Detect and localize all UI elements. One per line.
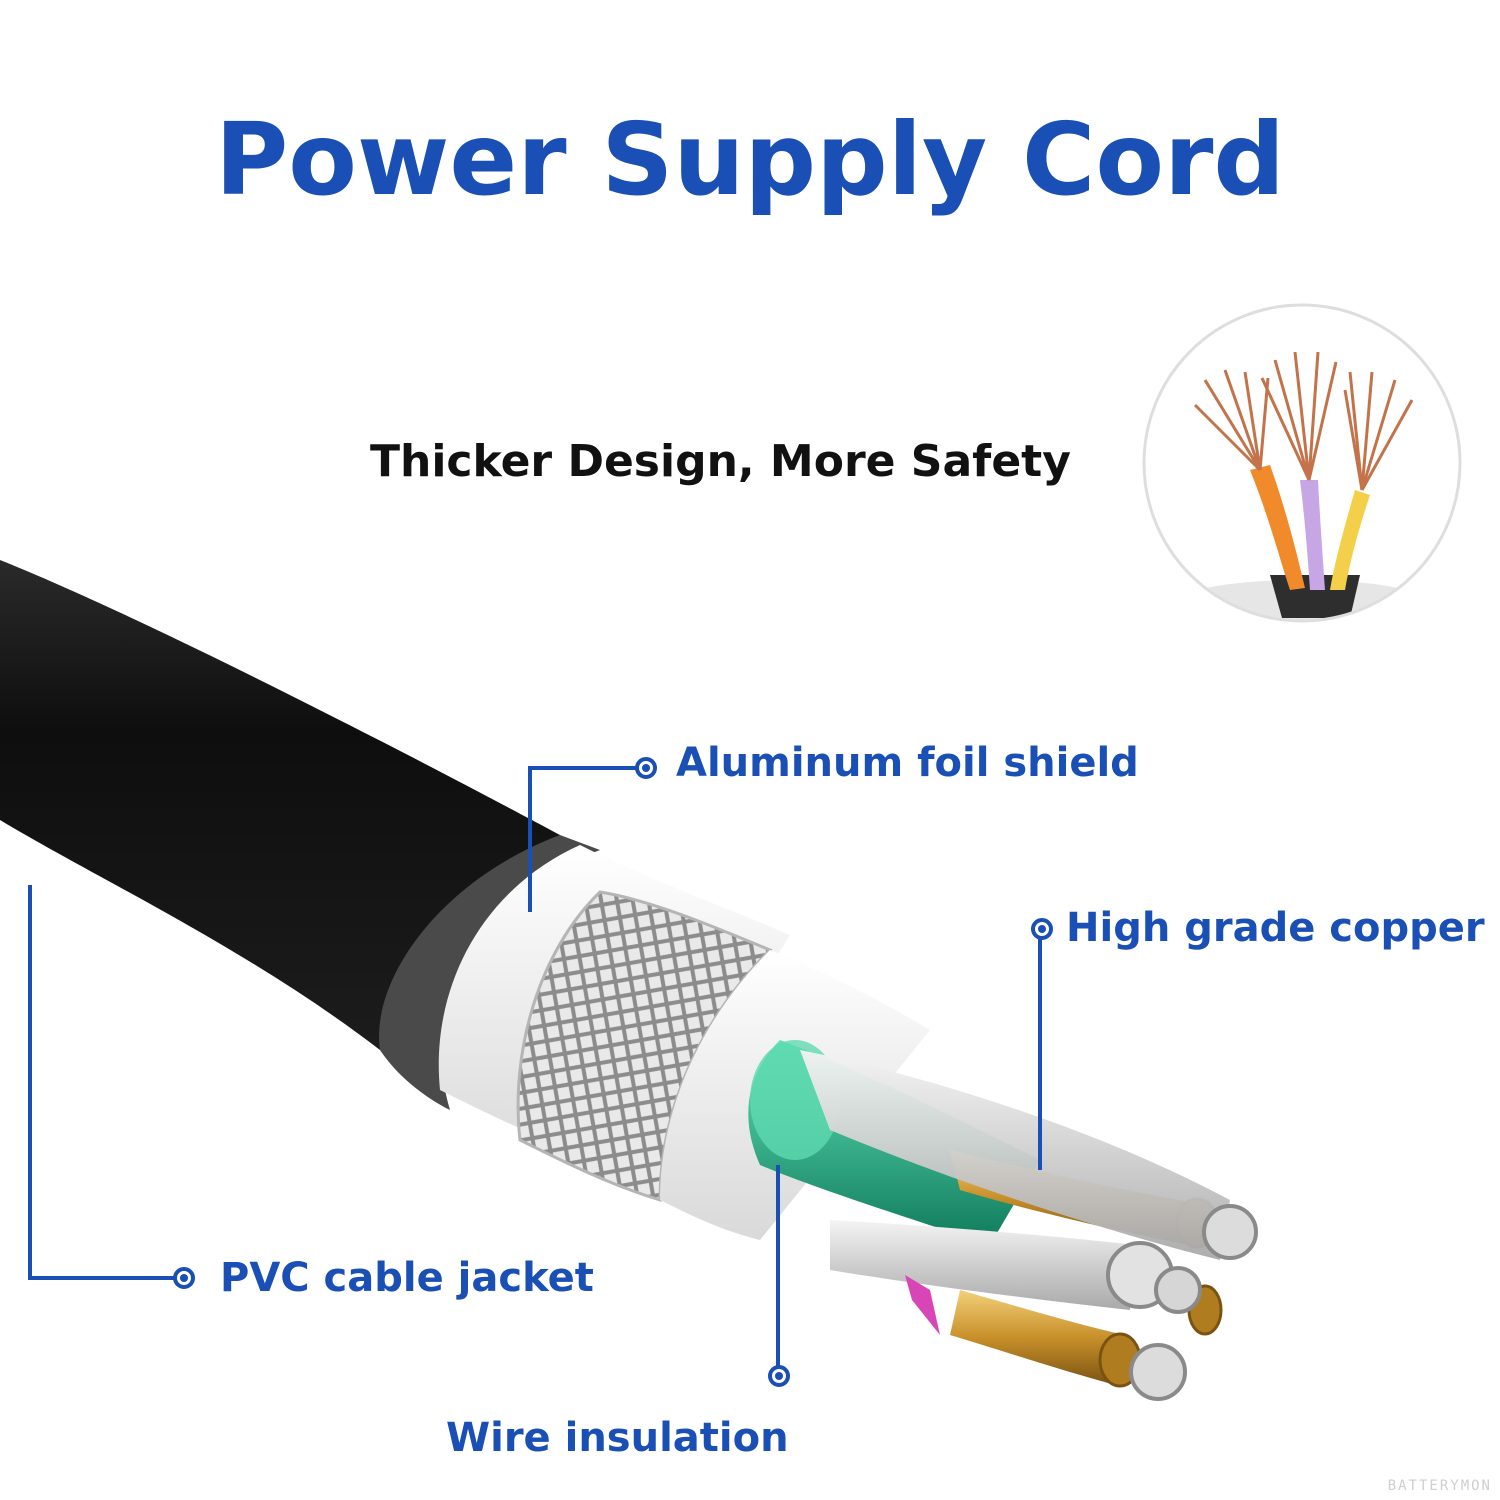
lavender-wire (1300, 480, 1325, 590)
callout-aluminum-foil-shield: Aluminum foil shield (676, 740, 1139, 786)
page-title: Power Supply Cord (215, 101, 1285, 218)
silver-bundle-upper (800, 1050, 1230, 1260)
orange-wire (1250, 465, 1305, 590)
callout-pvc-cable-jacket: PVC cable jacket (220, 1255, 594, 1301)
copper-wire-lower (950, 1290, 1125, 1385)
callout-wire-insulation: Wire insulation (446, 1415, 789, 1461)
jacket-rim (379, 835, 600, 1110)
pvc-jacket-shape (0, 560, 560, 1050)
leader-foil (528, 766, 645, 912)
silver-bundle-mid (830, 1220, 1135, 1310)
callout-high-grade-copper: High grade copper (1066, 905, 1485, 951)
watermark: BATTERYMON (1387, 1478, 1492, 1494)
subtitle: Thicker Design, More Safety (370, 436, 1071, 487)
inset-photo (1144, 305, 1460, 621)
leader-jacket (28, 885, 183, 1280)
yellow-wire (1330, 490, 1370, 590)
